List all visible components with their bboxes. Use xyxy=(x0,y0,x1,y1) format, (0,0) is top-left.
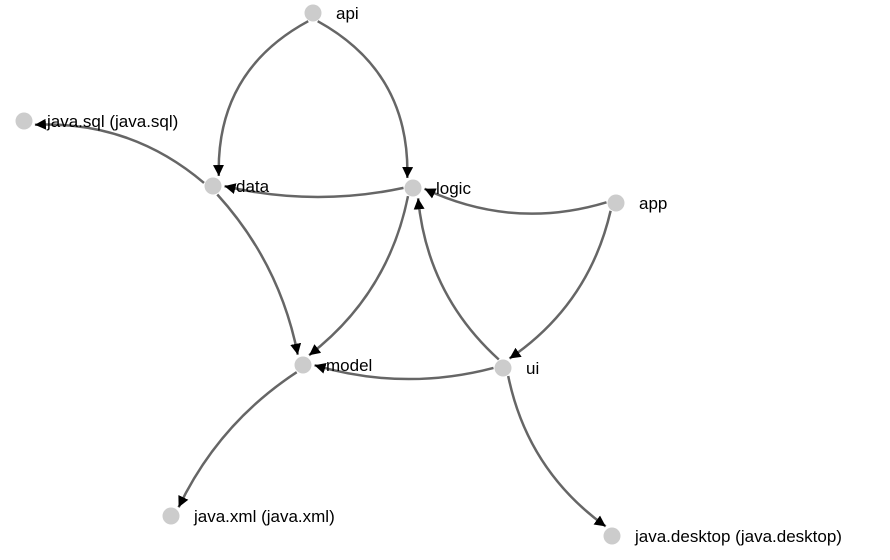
node-dot[interactable] xyxy=(607,194,625,212)
node-label: logic xyxy=(436,179,471,198)
node-dot[interactable] xyxy=(294,356,312,374)
node-label: ui xyxy=(526,359,539,378)
edge-ui-to-model xyxy=(314,363,494,381)
node-label: java.sql (java.sql) xyxy=(46,112,178,131)
edge-ui-to-logic xyxy=(413,198,500,361)
node-java-desktop[interactable]: java.desktop (java.desktop) xyxy=(603,527,842,546)
node-java-xml[interactable]: java.xml (java.xml) xyxy=(162,507,335,526)
node-ui[interactable]: ui xyxy=(494,359,540,378)
node-label: api xyxy=(336,4,359,23)
node-java-sql[interactable]: java.sql (java.sql) xyxy=(15,112,179,131)
node-label: data xyxy=(236,177,270,196)
edge-api-to-data xyxy=(213,20,309,177)
edge-app-to-logic xyxy=(423,187,607,215)
node-dot[interactable] xyxy=(404,179,422,197)
edge-data-to-java-sql xyxy=(34,118,205,184)
edge-logic-to-model xyxy=(308,195,410,357)
node-label: java.desktop (java.desktop) xyxy=(634,527,842,546)
node-dot[interactable] xyxy=(15,112,33,130)
edge-logic-to-data xyxy=(224,183,404,199)
node-data[interactable]: data xyxy=(204,177,270,196)
node-model[interactable]: model xyxy=(294,356,373,375)
node-api[interactable]: api xyxy=(304,4,359,23)
node-dot[interactable] xyxy=(494,359,512,377)
edge-app-to-ui xyxy=(508,210,612,360)
edges-layer xyxy=(34,20,612,528)
edge-data-to-model xyxy=(216,193,302,355)
node-dot[interactable] xyxy=(603,527,621,545)
node-logic[interactable]: logic xyxy=(404,179,472,198)
node-dot[interactable] xyxy=(162,507,180,525)
nodes-layer: api java.sql (java.sql) data logic app model u… xyxy=(15,4,842,546)
edge-api-to-logic xyxy=(317,20,414,179)
node-label: java.xml (java.xml) xyxy=(193,507,335,526)
node-label: app xyxy=(639,194,667,213)
node-dot[interactable] xyxy=(204,177,222,195)
edge-ui-to-java-desktop xyxy=(506,375,607,528)
node-dot[interactable] xyxy=(304,4,322,22)
edge-model-to-java-xml xyxy=(177,371,298,508)
node-label: model xyxy=(326,356,372,375)
node-app[interactable]: app xyxy=(607,194,668,213)
